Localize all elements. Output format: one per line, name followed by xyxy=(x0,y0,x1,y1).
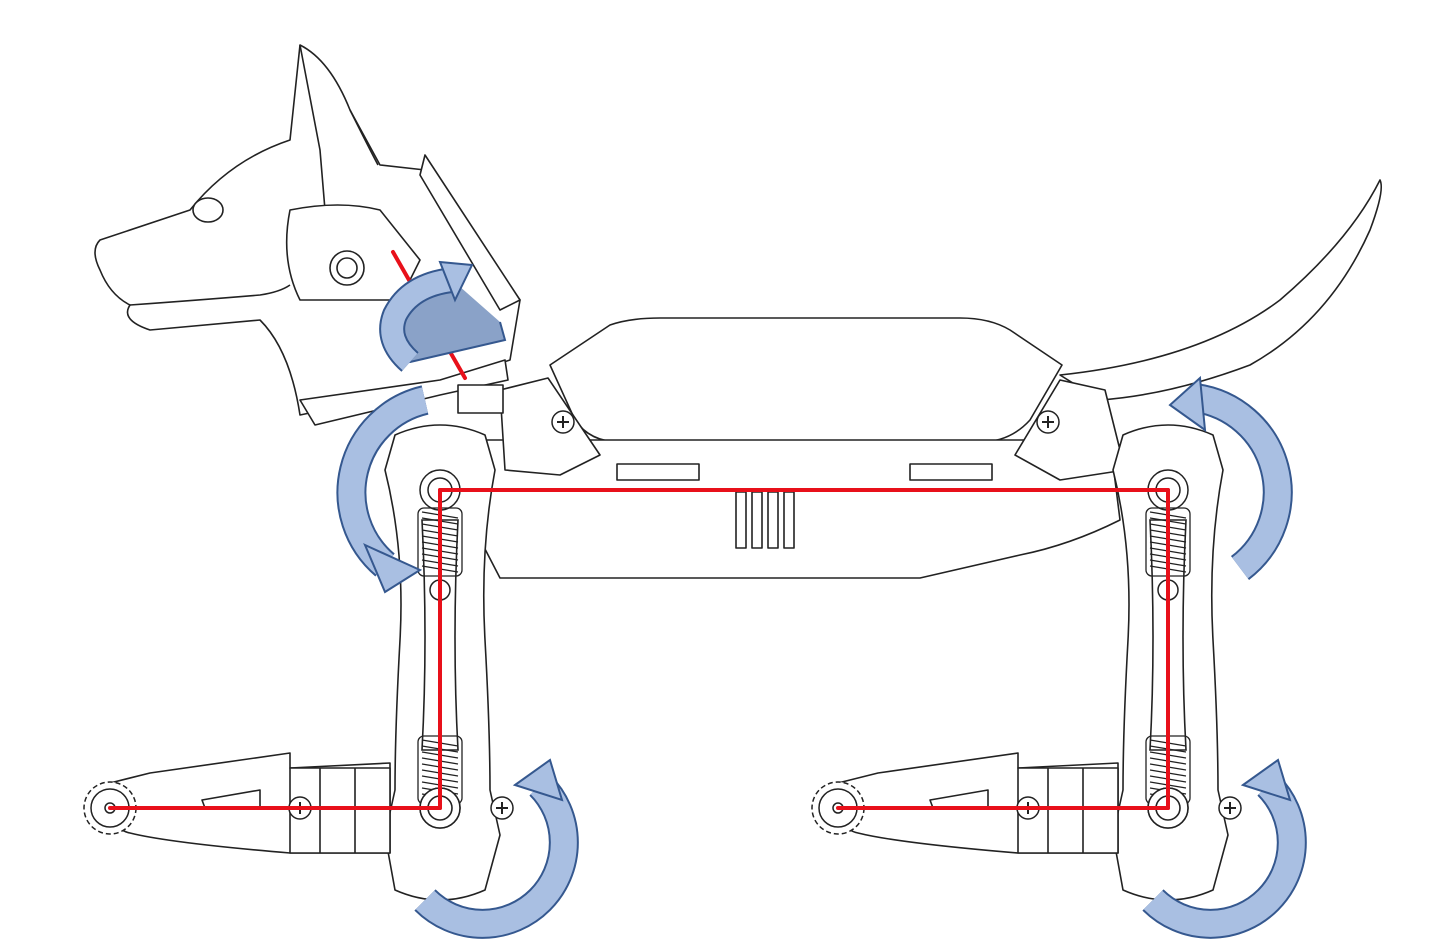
tail xyxy=(1059,179,1383,401)
front-leg xyxy=(384,424,501,901)
rotation-arrow-icon xyxy=(1142,758,1307,939)
screw-icon xyxy=(490,796,514,820)
rotation-arrow-icon xyxy=(414,758,579,939)
screw-icon xyxy=(1036,410,1060,434)
neck-rotation-arrow-icon xyxy=(379,260,507,372)
rear-shoulder-bracket xyxy=(1014,379,1126,481)
screw-icon xyxy=(1218,796,1242,820)
head xyxy=(94,44,521,426)
screw-icon xyxy=(551,410,575,434)
rear-leg xyxy=(1112,424,1229,901)
body-shell xyxy=(549,317,1063,443)
rotation-arrow-icon xyxy=(336,385,429,594)
body-slot-right xyxy=(909,463,993,481)
body-slot-left xyxy=(616,463,700,481)
rotation-arrow-icon xyxy=(1168,375,1293,580)
front-shoulder-bracket xyxy=(499,377,601,476)
kinematic-axes xyxy=(108,250,1170,810)
